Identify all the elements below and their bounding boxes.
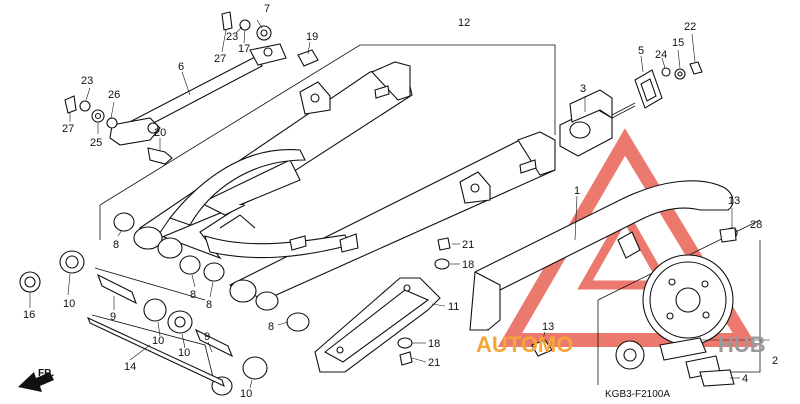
callout-9-a: 9: [110, 311, 116, 323]
callout-18-a: 18: [462, 259, 474, 271]
callout-21-a: 21: [462, 239, 474, 251]
drive-sprocket: [615, 254, 735, 387]
callout-25: 25: [90, 137, 102, 149]
callout-10-d: 10: [240, 388, 252, 400]
callout-23-b: 23: [81, 75, 93, 87]
callout-23-a: 23: [226, 31, 238, 43]
callout-8-a: 8: [113, 239, 119, 251]
callout-10-c: 10: [178, 347, 190, 359]
callout-21-b: 21: [428, 357, 440, 369]
callout-26: 26: [108, 89, 120, 101]
front-direction-arrow: [18, 372, 54, 392]
callout-3: 3: [580, 83, 586, 95]
callout-19: 19: [306, 31, 318, 43]
callout-27-b: 27: [62, 123, 74, 135]
callout-9-b: 9: [204, 331, 210, 343]
adjuster-plate: [634, 61, 703, 109]
diagram-code: KGB3-F2100A: [605, 389, 670, 400]
callout-5: 5: [638, 45, 644, 57]
callout-17: 17: [238, 43, 250, 55]
leader-lines: [29, 19, 770, 389]
callout-10-b: 10: [152, 335, 164, 347]
watermark-text-part2: HUB: [718, 332, 766, 357]
callout-13-b: 13: [542, 321, 554, 333]
bolt-13-lower: [531, 339, 553, 357]
pivot-parts: [19, 212, 310, 396]
callout-27-a: 27: [214, 53, 226, 65]
callout-2: 2: [772, 355, 778, 367]
chain-slider: [314, 277, 441, 373]
chain-adjuster-block: [559, 89, 636, 157]
callout-6: 6: [178, 61, 184, 73]
callout-12: 12: [458, 17, 470, 29]
callout-20: 20: [154, 127, 166, 139]
callout-8-b: 8: [190, 289, 196, 301]
callout-8-c: 8: [206, 299, 212, 311]
callout-14: 14: [124, 361, 136, 373]
watermark-text: AUTOMO HUB: [476, 332, 766, 357]
front-direction-label: FR.: [38, 368, 54, 379]
callout-10-a: 10: [63, 298, 75, 310]
callout-28: 28: [750, 219, 762, 231]
callout-8-d: 8: [268, 321, 274, 333]
swingarm: [133, 61, 556, 311]
slider-fasteners: [397, 237, 451, 366]
callout-18-b: 18: [428, 338, 440, 350]
callout-11: 11: [448, 301, 459, 313]
callout-24: 24: [655, 49, 667, 61]
callout-16: 16: [23, 309, 35, 321]
callout-15: 15: [672, 37, 684, 49]
callout-4: 4: [742, 373, 748, 385]
torque-link-arm: [109, 43, 287, 146]
chain-case: [469, 180, 738, 331]
watermark-triangle-inner: [577, 205, 673, 290]
callout-7: 7: [264, 3, 270, 15]
hardware-top: [64, 11, 319, 165]
callout-13-a: 13: [728, 195, 740, 207]
callout-22: 22: [684, 21, 696, 33]
watermark-text-part1: AUTOMO: [476, 332, 573, 357]
callout-numbers: 1 2 3 4 5 6 7 8 8 8 8 9 9 10 10 10 10 11…: [23, 3, 778, 400]
callout-1: 1: [574, 185, 580, 197]
